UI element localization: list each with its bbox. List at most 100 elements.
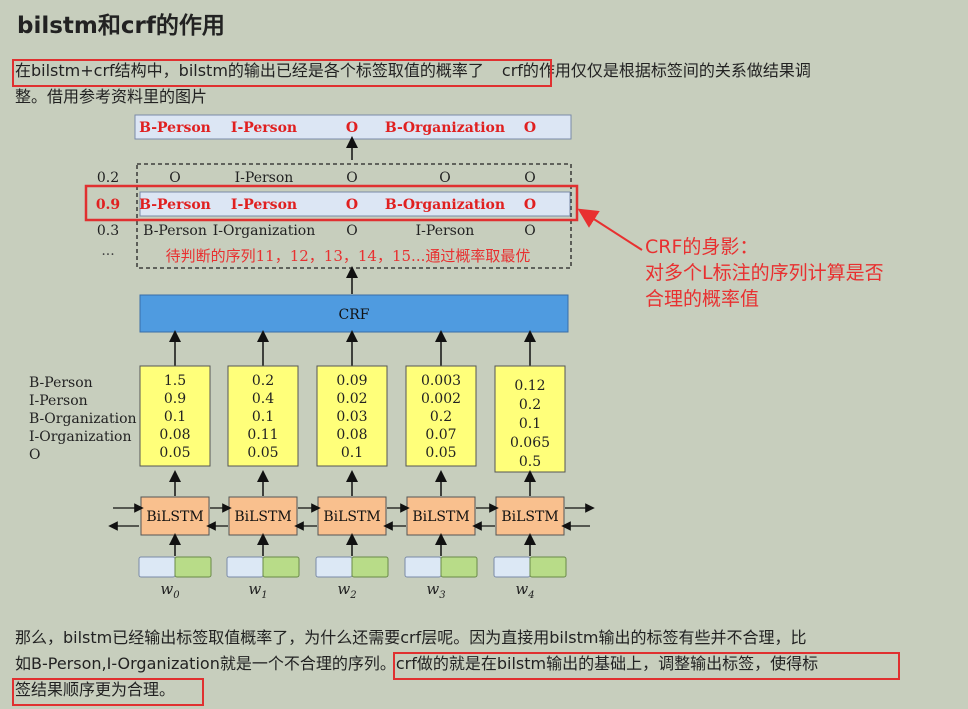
bilstm-box [406, 496, 476, 536]
intro-line2: 整。借用参考资料里的图片 [15, 87, 208, 106]
emission-value: 0.1 [519, 416, 541, 432]
candidate-tag: O [524, 170, 535, 186]
tag-label: B-Organization [29, 411, 137, 427]
bilstm-label: BiLSTM [323, 509, 380, 525]
candidate-tag: I-Person [235, 170, 294, 186]
tag-label: I-Organization [29, 429, 132, 445]
embedding-right [529, 556, 567, 578]
word-label: w2 [337, 580, 356, 601]
embedding-right [262, 556, 300, 578]
overlay-note: 待判断的序列11，12，13，14，15...通过概率取最优 [166, 247, 531, 265]
intro-highlight-box [12, 59, 552, 87]
emission-value: 1.5 [164, 373, 186, 389]
bilstm-box [140, 496, 210, 536]
top-output-tag: B-Organization [385, 120, 505, 136]
bilstm-box [317, 496, 387, 536]
annotation-arrow [577, 208, 643, 251]
embedding-left [138, 556, 176, 578]
tag-label: O [29, 447, 40, 463]
bottom-line2-highlight: crf做的就是在bilstm输出的基础上，调整输出标签，使得标 [395, 654, 819, 673]
candidate-score: 0.9 [96, 197, 120, 213]
emission-value: 0.08 [159, 427, 190, 443]
candidate-tag: O [524, 223, 535, 239]
candidate-tag: B-Person [139, 197, 211, 213]
annotation-line3: 合理的概率值 [645, 288, 760, 310]
emission-value: 0.12 [514, 378, 545, 394]
candidate-tag: B-Person [143, 223, 207, 239]
emission-value: 0.03 [336, 409, 367, 425]
crf-annotation: CRF的身影： 对多个L标注的序列计算是否 合理的概率值 [645, 234, 884, 312]
candidate-tag: I-Person [231, 197, 297, 213]
emission-value: 0.09 [336, 373, 367, 389]
emission-box [405, 365, 477, 467]
bottom-line1: 那么，bilstm已经输出标签取值概率了，为什么还需要crf层呢。因为直接用bi… [15, 628, 807, 647]
emission-value: 0.05 [159, 445, 190, 461]
emission-value: 0.1 [341, 445, 363, 461]
tag-label: I-Person [29, 393, 88, 409]
emission-box [316, 365, 388, 467]
embedding-left [315, 556, 353, 578]
top-output-tag: I-Person [231, 120, 297, 136]
emission-box [494, 365, 566, 473]
intro-paragraph: 在bilstm+crf结构中，bilstm的输出已经是各个标签取值的概率了 crf… [12, 58, 811, 110]
candidate-tag: O [439, 170, 450, 186]
word-label: w1 [248, 580, 267, 601]
word-label: w0 [160, 580, 180, 601]
bottom-highlight-box-2 [12, 678, 204, 706]
emission-value: 0.02 [336, 391, 367, 407]
annotation-line2: 对多个L标注的序列计算是否 [645, 262, 884, 284]
emission-value: 0.05 [425, 445, 456, 461]
emission-value: 0.9 [164, 391, 186, 407]
top-output-tag: B-Person [139, 120, 211, 136]
best-candidate-row [139, 191, 571, 217]
candidates-ellipsis: ... [101, 243, 114, 259]
crf-label: CRF [339, 307, 370, 323]
best-candidate-highlight [84, 184, 579, 222]
tag-label: B-Person [29, 375, 93, 391]
emission-value: 0.003 [421, 373, 461, 389]
candidate-tag: O [524, 197, 536, 213]
emission-value: 0.065 [510, 435, 550, 451]
emission-value: 0.2 [519, 397, 541, 413]
bilstm-label: BiLSTM [412, 509, 469, 525]
intro-rest-text: crf的作用仅仅是根据标签间的关系做结果调 [501, 61, 811, 80]
emission-value: 0.2 [252, 373, 274, 389]
top-output-tag: O [524, 120, 536, 136]
candidate-tag: O [346, 223, 357, 239]
candidate-tag: O [169, 170, 180, 186]
crf-box [139, 294, 569, 333]
emission-value: 0.07 [425, 427, 456, 443]
bilstm-box [495, 496, 565, 536]
bilstm-label: BiLSTM [501, 509, 558, 525]
candidate-tag: O [346, 197, 358, 213]
candidate-tag: O [346, 170, 357, 186]
emission-value: 0.5 [519, 454, 541, 470]
emission-value: 0.002 [421, 391, 461, 407]
candidate-tag: I-Organization [213, 223, 316, 239]
embedding-left [404, 556, 442, 578]
candidate-score: 0.3 [97, 223, 119, 239]
intro-highlight-text: 在bilstm+crf结构中，bilstm的输出已经是各个标签取值的概率了 [15, 61, 484, 80]
top-output-tag: O [346, 120, 358, 136]
bilstm-label: BiLSTM [146, 509, 203, 525]
bilstm-label: BiLSTM [234, 509, 291, 525]
emission-value: 0.1 [252, 409, 274, 425]
embedding-right [351, 556, 389, 578]
candidate-tag: B-Organization [385, 197, 505, 213]
emission-box [139, 365, 211, 467]
bottom-highlight-box-1 [392, 652, 900, 680]
embedding-right [440, 556, 478, 578]
emission-value: 0.08 [336, 427, 367, 443]
candidate-tag: I-Person [416, 223, 475, 239]
emission-value: 0.4 [252, 391, 274, 407]
word-label: w3 [426, 580, 445, 601]
embedding-left [226, 556, 264, 578]
emission-box [227, 365, 299, 467]
word-label: w4 [515, 580, 534, 601]
